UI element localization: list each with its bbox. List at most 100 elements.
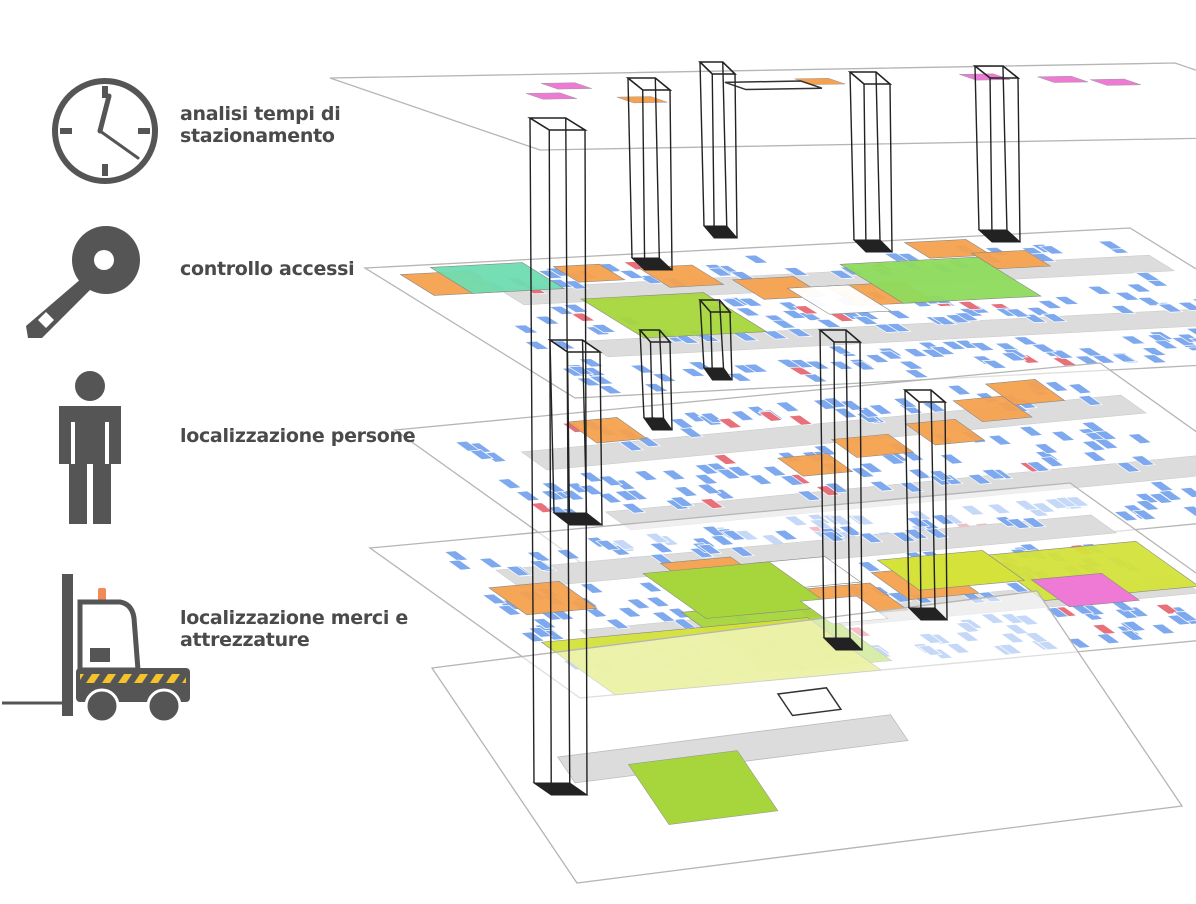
shaft-edge	[904, 389, 910, 609]
sensor-cell	[856, 561, 882, 572]
shaft-edge	[849, 71, 855, 241]
shaft-edge	[699, 299, 705, 369]
sensor-cell	[778, 475, 805, 486]
legend-label-key: controllo accessi	[180, 258, 355, 280]
sensor-cell	[1150, 623, 1177, 635]
sensor-cell	[981, 359, 1009, 369]
shaft-edge	[875, 71, 881, 241]
shaft-edge	[1017, 77, 1021, 243]
sensor-cell	[1109, 304, 1137, 315]
sensor-cell	[594, 539, 621, 551]
sensor-cell	[1080, 421, 1107, 433]
sensor-cell	[1140, 347, 1168, 357]
sensor-cell	[986, 434, 1013, 446]
sensor-cell	[1050, 430, 1076, 442]
sensor-cell	[644, 596, 671, 608]
shaft-edge	[566, 351, 571, 526]
sensor-cell	[867, 404, 894, 415]
zone-green	[627, 750, 779, 825]
sensor-cell	[1119, 335, 1147, 345]
sensor-cell	[1119, 630, 1146, 641]
sensor-cell	[496, 604, 523, 616]
shaft-edge	[819, 329, 825, 639]
sensor-cell	[1036, 299, 1064, 310]
legend-label-clock: analisi tempi di stazionamento	[180, 103, 341, 147]
sensor-cell	[597, 492, 623, 504]
sensor-cell	[901, 348, 929, 358]
sensor-cell	[562, 303, 590, 313]
sensor-cell	[650, 611, 677, 623]
shaft	[698, 299, 733, 381]
sensor-cell	[849, 361, 877, 371]
sensor-cell	[1134, 271, 1162, 282]
shaft-edge	[722, 61, 728, 227]
sensor-cell	[1005, 518, 1032, 529]
shaft-edge	[718, 299, 725, 369]
sensor-cell	[742, 363, 770, 373]
sensor-cell	[891, 531, 917, 543]
shaft-edge	[1002, 65, 1008, 231]
sensor-cell	[980, 468, 1007, 480]
sensor-cell	[712, 454, 739, 465]
sensor-cell	[720, 529, 747, 541]
sensor-cell	[1133, 492, 1160, 504]
sensor-cell	[533, 315, 561, 325]
sensor-cell	[1004, 308, 1032, 318]
zone	[777, 453, 854, 477]
sensor-cell	[443, 550, 470, 562]
sensor-cell	[512, 324, 540, 334]
sensor-cell	[1113, 510, 1139, 522]
zone	[637, 264, 725, 288]
sensor-cell	[1085, 285, 1114, 295]
sensor-cell	[1093, 438, 1120, 450]
sensor-cell	[505, 565, 531, 577]
sensor-cell	[897, 360, 925, 370]
sensor-cell	[787, 414, 814, 426]
sensor-cell	[688, 547, 715, 559]
sensor-cell	[1076, 347, 1104, 357]
sensor-cell	[785, 328, 813, 338]
sensor-cell	[796, 490, 822, 502]
sensor-cell	[747, 474, 774, 486]
sensor-cell	[481, 451, 508, 463]
sensor-cell	[1017, 425, 1044, 437]
shaft-edge	[859, 341, 863, 651]
sensor-cell	[884, 309, 913, 320]
sensor-cell	[481, 593, 508, 605]
shaft	[698, 61, 739, 239]
legend-label-person: localizzazione persone	[180, 425, 416, 447]
sensor-cell	[496, 478, 523, 490]
sensor-cell	[515, 490, 541, 502]
zone	[488, 580, 598, 616]
sensor-cell	[956, 300, 984, 311]
sensor-cell	[1066, 383, 1093, 395]
sensor-cell	[1184, 327, 1196, 336]
sensor-cell	[669, 418, 695, 429]
sensor-cell	[1081, 451, 1108, 462]
sensor-cell	[863, 353, 891, 364]
shaft	[817, 329, 864, 651]
sensor-cell	[1040, 313, 1068, 323]
shaft-edge	[989, 77, 993, 243]
shaft-edge	[548, 129, 552, 796]
shaft-edge	[863, 83, 867, 253]
sensor-cell	[770, 319, 798, 329]
sensor-cell	[734, 307, 762, 317]
sensor-cell	[577, 358, 605, 368]
sensor-cell	[1148, 492, 1174, 504]
sensor-cell	[1157, 490, 1184, 501]
sensor-cell	[633, 470, 659, 481]
shaft-base	[702, 225, 739, 239]
sensor-cell	[596, 385, 624, 395]
sensor-cell	[660, 469, 687, 481]
legend-label-forklift: localizzazione merci e attrezzature	[180, 607, 408, 651]
sensor-cell	[832, 407, 859, 419]
sensor-cell	[849, 467, 876, 478]
sensor-cell	[1176, 301, 1196, 311]
sensor-cell	[782, 267, 810, 277]
sensor-cell	[715, 468, 742, 480]
clock-icon	[50, 76, 160, 190]
sensor-cell	[1165, 614, 1192, 626]
shaft	[972, 65, 1022, 243]
shaft-edge	[734, 73, 738, 239]
